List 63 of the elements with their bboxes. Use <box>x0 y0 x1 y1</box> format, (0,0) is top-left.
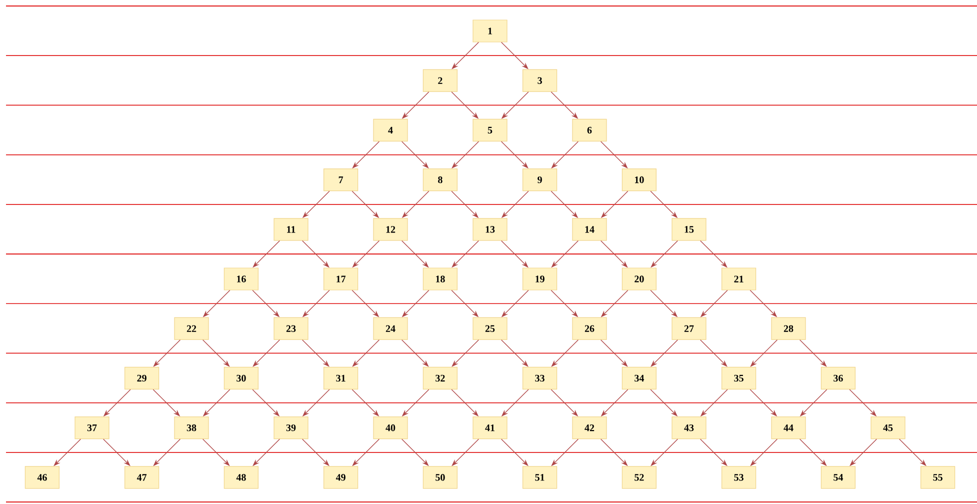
number-box: 26 <box>572 317 607 340</box>
number-box: 14 <box>572 218 607 241</box>
number-box: 9 <box>522 168 558 192</box>
number-box: 42 <box>572 416 607 440</box>
number-box: 35 <box>722 366 756 390</box>
number-box: 47 <box>124 466 160 489</box>
number-box: 40 <box>373 416 408 440</box>
arrow <box>650 340 678 367</box>
number-box: 3 <box>522 69 558 92</box>
arrow <box>501 141 528 168</box>
arrow <box>302 340 330 367</box>
number-box: 24 <box>373 317 408 340</box>
number-box: 38 <box>174 416 209 440</box>
number-box: 10 <box>622 168 656 192</box>
number-box: 20 <box>622 268 656 290</box>
arrow <box>501 340 528 367</box>
number-box: 52 <box>622 466 656 489</box>
number-box: 27 <box>672 317 706 340</box>
number-box: 11 <box>274 218 308 241</box>
number-box: 45 <box>870 416 906 440</box>
number-box: 29 <box>124 366 160 390</box>
number-box: 49 <box>324 466 358 489</box>
number-box: 4 <box>373 118 408 142</box>
number-box: 33 <box>522 366 558 390</box>
number-box: 22 <box>174 317 209 340</box>
number-box: 30 <box>224 366 258 390</box>
number-box: 13 <box>472 218 508 241</box>
arrow <box>700 340 728 367</box>
number-box: 43 <box>672 416 706 440</box>
number-box: 12 <box>373 218 408 241</box>
number-box: 55 <box>920 466 956 489</box>
number-box: 2 <box>422 69 458 92</box>
number-box: 21 <box>722 268 756 290</box>
number-box: 15 <box>672 218 706 241</box>
number-box: 54 <box>820 466 856 489</box>
number-box: 32 <box>422 366 458 390</box>
number-box: 19 <box>522 268 558 290</box>
number-box: 5 <box>472 118 508 142</box>
number-box: 34 <box>622 366 656 390</box>
number-box: 31 <box>324 366 358 390</box>
number-box: 41 <box>472 416 508 440</box>
arrow <box>452 141 480 168</box>
number-box: 16 <box>224 268 258 290</box>
number-box: 17 <box>324 268 358 290</box>
number-box: 50 <box>422 466 458 489</box>
number-box: 36 <box>820 366 856 390</box>
number-box: 37 <box>74 416 110 440</box>
number-box: 23 <box>274 317 308 340</box>
arrow <box>252 340 280 367</box>
number-box: 1 <box>472 20 508 42</box>
number-box: 51 <box>522 466 558 489</box>
number-box: 39 <box>274 416 308 440</box>
number-box: 7 <box>324 168 358 192</box>
number-box: 44 <box>771 416 806 440</box>
number-box: 8 <box>422 168 458 192</box>
number-box: 28 <box>771 317 806 340</box>
number-box: 53 <box>722 466 756 489</box>
number-box: 18 <box>422 268 458 290</box>
number-box: 25 <box>472 317 508 340</box>
number-box: 6 <box>572 118 607 142</box>
number-box: 48 <box>224 466 258 489</box>
number-box: 46 <box>24 466 60 489</box>
arrow <box>452 340 480 367</box>
